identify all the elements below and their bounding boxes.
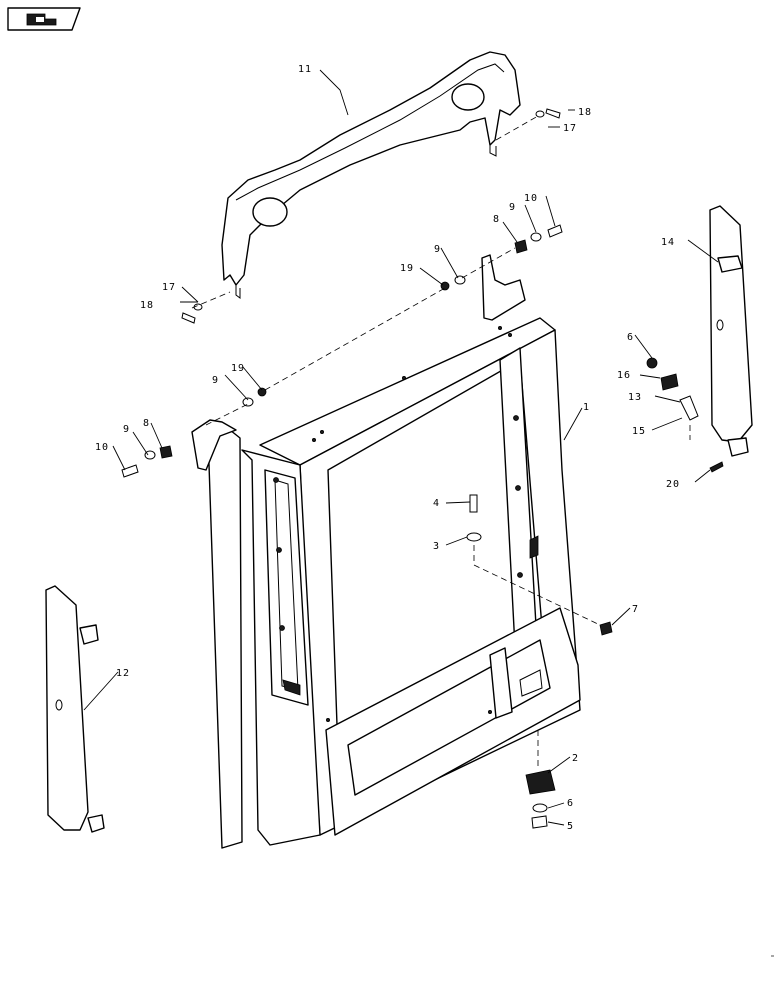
callout-6-bottom: 6 <box>567 798 574 809</box>
callout-10-top: 10 <box>524 193 538 204</box>
leader-lines <box>83 69 719 826</box>
upper-shroud-panel <box>221 51 521 299</box>
callout-8-left: 8 <box>143 418 150 429</box>
callout-18-top: 18 <box>578 107 592 118</box>
callout-10-left: 10 <box>95 442 109 453</box>
callout-6-top: 6 <box>627 332 634 343</box>
callout-11: 11 <box>298 64 312 75</box>
hardware <box>121 108 724 829</box>
left-side-plate <box>45 585 105 833</box>
callout-9-top-right: 9 <box>509 202 516 213</box>
callout-14: 14 <box>661 237 675 248</box>
callout-19-mid: 19 <box>231 363 245 374</box>
callout-15: 15 <box>632 426 646 437</box>
callout-13: 13 <box>628 392 642 403</box>
callout-17-left: 17 <box>162 282 176 293</box>
callout-4: 4 <box>433 498 440 509</box>
radiator-frame <box>191 254 581 849</box>
callout-labels: 11 18 17 10 9 8 9 19 17 18 14 6 16 13 15… <box>95 64 680 832</box>
callout-19-top: 19 <box>400 263 414 274</box>
callout-8-top: 8 <box>493 214 500 225</box>
callout-20: 20 <box>666 479 680 490</box>
callout-9-top-left: 9 <box>434 244 441 255</box>
callout-9-mid: 9 <box>212 375 219 386</box>
callout-7: 7 <box>632 604 639 615</box>
navigation-arrow-icon[interactable] <box>7 7 81 31</box>
callout-12: 12 <box>116 668 130 679</box>
right-side-plate <box>709 205 753 457</box>
callout-17-top: 17 <box>563 123 577 134</box>
callout-3: 3 <box>433 541 440 552</box>
callout-18-left: 18 <box>140 300 154 311</box>
callout-1: 1 <box>583 402 590 413</box>
callout-16: 16 <box>617 370 631 381</box>
callout-5: 5 <box>567 821 574 832</box>
callout-2: 2 <box>572 753 579 764</box>
callout-9-left: 9 <box>123 424 130 435</box>
